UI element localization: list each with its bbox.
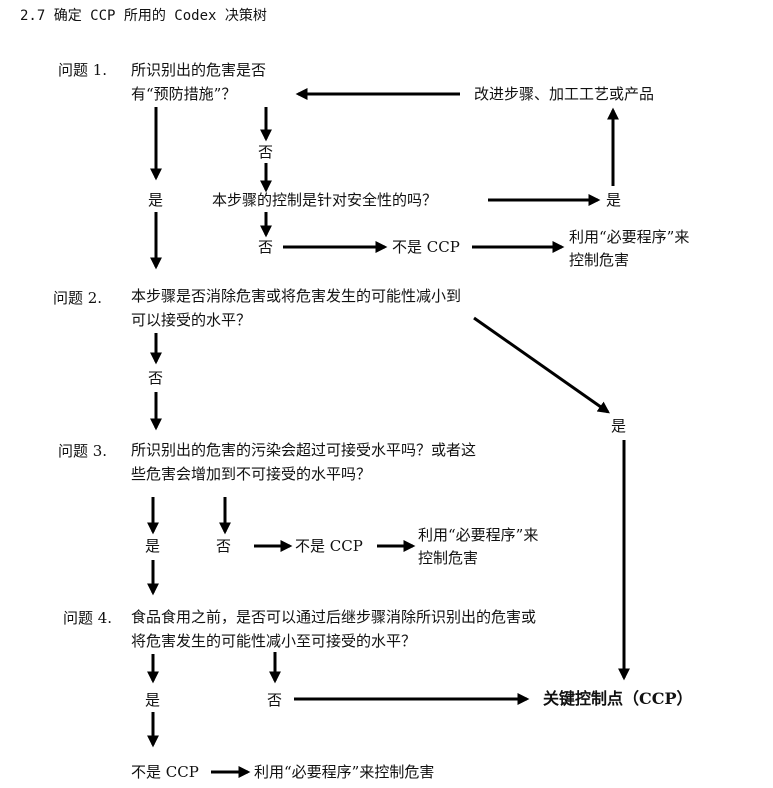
q1-prereq-line1: 利用“必要程序”来 <box>569 228 690 246</box>
section-heading: 2.7 确定 CCP 所用的 Codex 决策树 <box>20 8 267 24</box>
q1-label: 问题 1. <box>58 61 108 79</box>
q4-not-ccp: 不是 CCP <box>131 763 199 781</box>
q3-not-ccp: 不是 CCP <box>295 537 363 555</box>
q1-prereq-line2: 控制危害 <box>569 251 630 269</box>
q4-text-line1: 食品食用之前，是否可以通过后继步骤消除所识别出的危害或 <box>131 608 537 626</box>
q2-yes-label: 是 <box>611 417 627 435</box>
q4-no-label: 否 <box>267 691 283 709</box>
q1-no-label: 否 <box>258 143 274 161</box>
arrow-q2-diagonal-yes <box>473 316 610 414</box>
q4-label: 问题 4. <box>63 609 113 627</box>
q2-text-line2: 可以接受的水平？ <box>131 311 252 329</box>
q3-prereq-line2: 控制危害 <box>418 549 479 567</box>
q3-text-line1: 所识别出的危害的污染会超过可接受水平吗？或者这 <box>131 441 477 459</box>
q1-modify-box: 改进步骤、加工工艺或产品 <box>474 85 655 103</box>
q1-sub-question: 本步骤的控制是针对安全性的吗？ <box>212 191 438 209</box>
q1-not-ccp: 不是 CCP <box>392 238 460 256</box>
q1-yes-label: 是 <box>148 191 164 209</box>
q2-text-line1: 本步骤是否消除危害或将危害发生的可能性减小到 <box>131 287 462 305</box>
q2-no-label: 否 <box>148 369 164 387</box>
q1-sub-yes-label: 是 <box>606 191 622 209</box>
q2-label: 问题 2. <box>53 289 103 307</box>
q3-prereq-line1: 利用“必要程序”来 <box>418 526 539 544</box>
q4-prereq: 利用“必要程序”来控制危害 <box>254 763 435 781</box>
q3-label: 问题 3. <box>58 442 108 460</box>
q3-text-line2: 些危害会增加到不可接受的水平吗？ <box>131 465 372 483</box>
q4-text-line2: 将危害发生的可能性减小至可接受的水平？ <box>131 632 417 650</box>
q4-yes-label: 是 <box>145 691 161 709</box>
q1-text-line2: 有“预防措施”？ <box>131 85 237 103</box>
q1-text-line1: 所识别出的危害是否 <box>131 61 267 79</box>
q3-yes-label: 是 <box>145 537 161 555</box>
q4-ccp-result: 关键控制点（CCP） <box>543 689 693 708</box>
q1-sub-no-label: 否 <box>258 238 274 256</box>
q3-no-label: 否 <box>216 537 232 555</box>
